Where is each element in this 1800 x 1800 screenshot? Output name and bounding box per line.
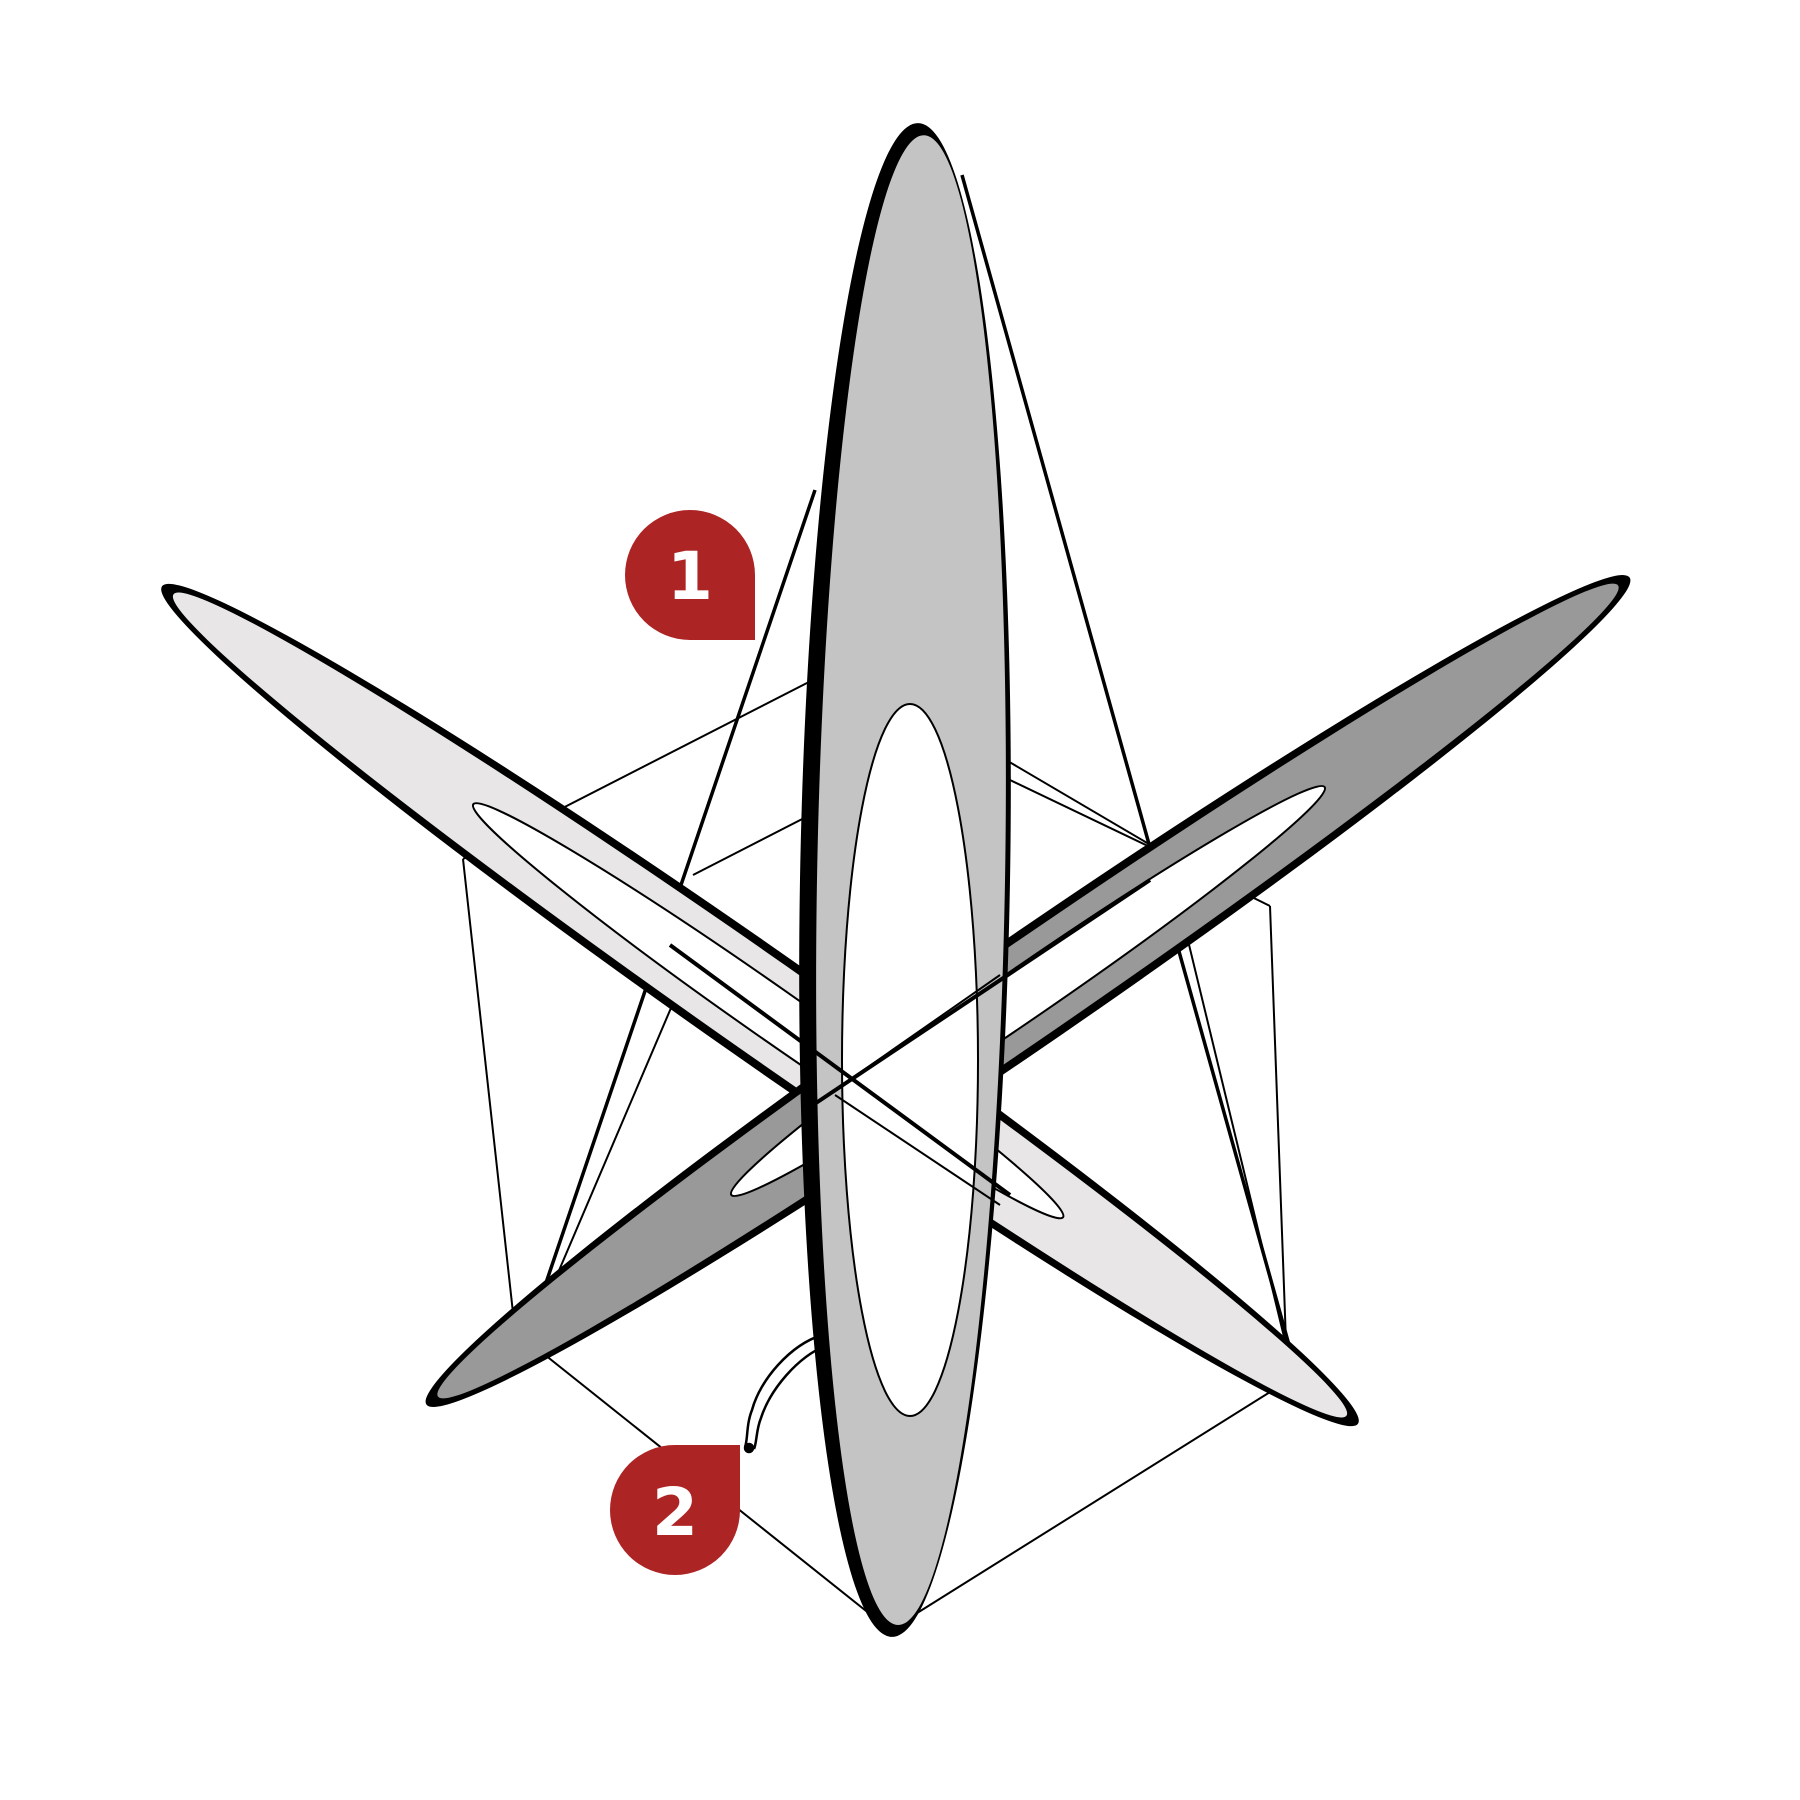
frame-right-edge xyxy=(1269,905,1287,1343)
callout-1-label: 1 xyxy=(667,538,713,615)
center-stroke-left-inner xyxy=(834,1094,1001,1206)
callout-2-badge xyxy=(610,1445,740,1575)
vertical-vane-cutout xyxy=(841,703,979,1417)
frame-left-edge xyxy=(462,858,516,1332)
wire-ring-outer xyxy=(743,1333,823,1448)
center-stroke-right-inner xyxy=(824,974,1001,1098)
wire-ring-knot-top xyxy=(817,1331,829,1343)
center-stroke-left xyxy=(668,943,1012,1197)
callout-2-label: 2 xyxy=(652,1474,698,1551)
callout-2: 2 xyxy=(610,1445,740,1575)
callout-1: 1 xyxy=(625,510,755,640)
frame-upper-right-chord xyxy=(1005,759,1172,858)
wire-ring xyxy=(743,1331,829,1454)
center-cross-strokes xyxy=(668,878,1152,1206)
wire-ring-inner xyxy=(752,1343,828,1450)
wire-ring-knot-bottom xyxy=(743,1442,755,1454)
callout-1-badge xyxy=(625,510,755,640)
wire-right-upper xyxy=(960,174,1298,1371)
